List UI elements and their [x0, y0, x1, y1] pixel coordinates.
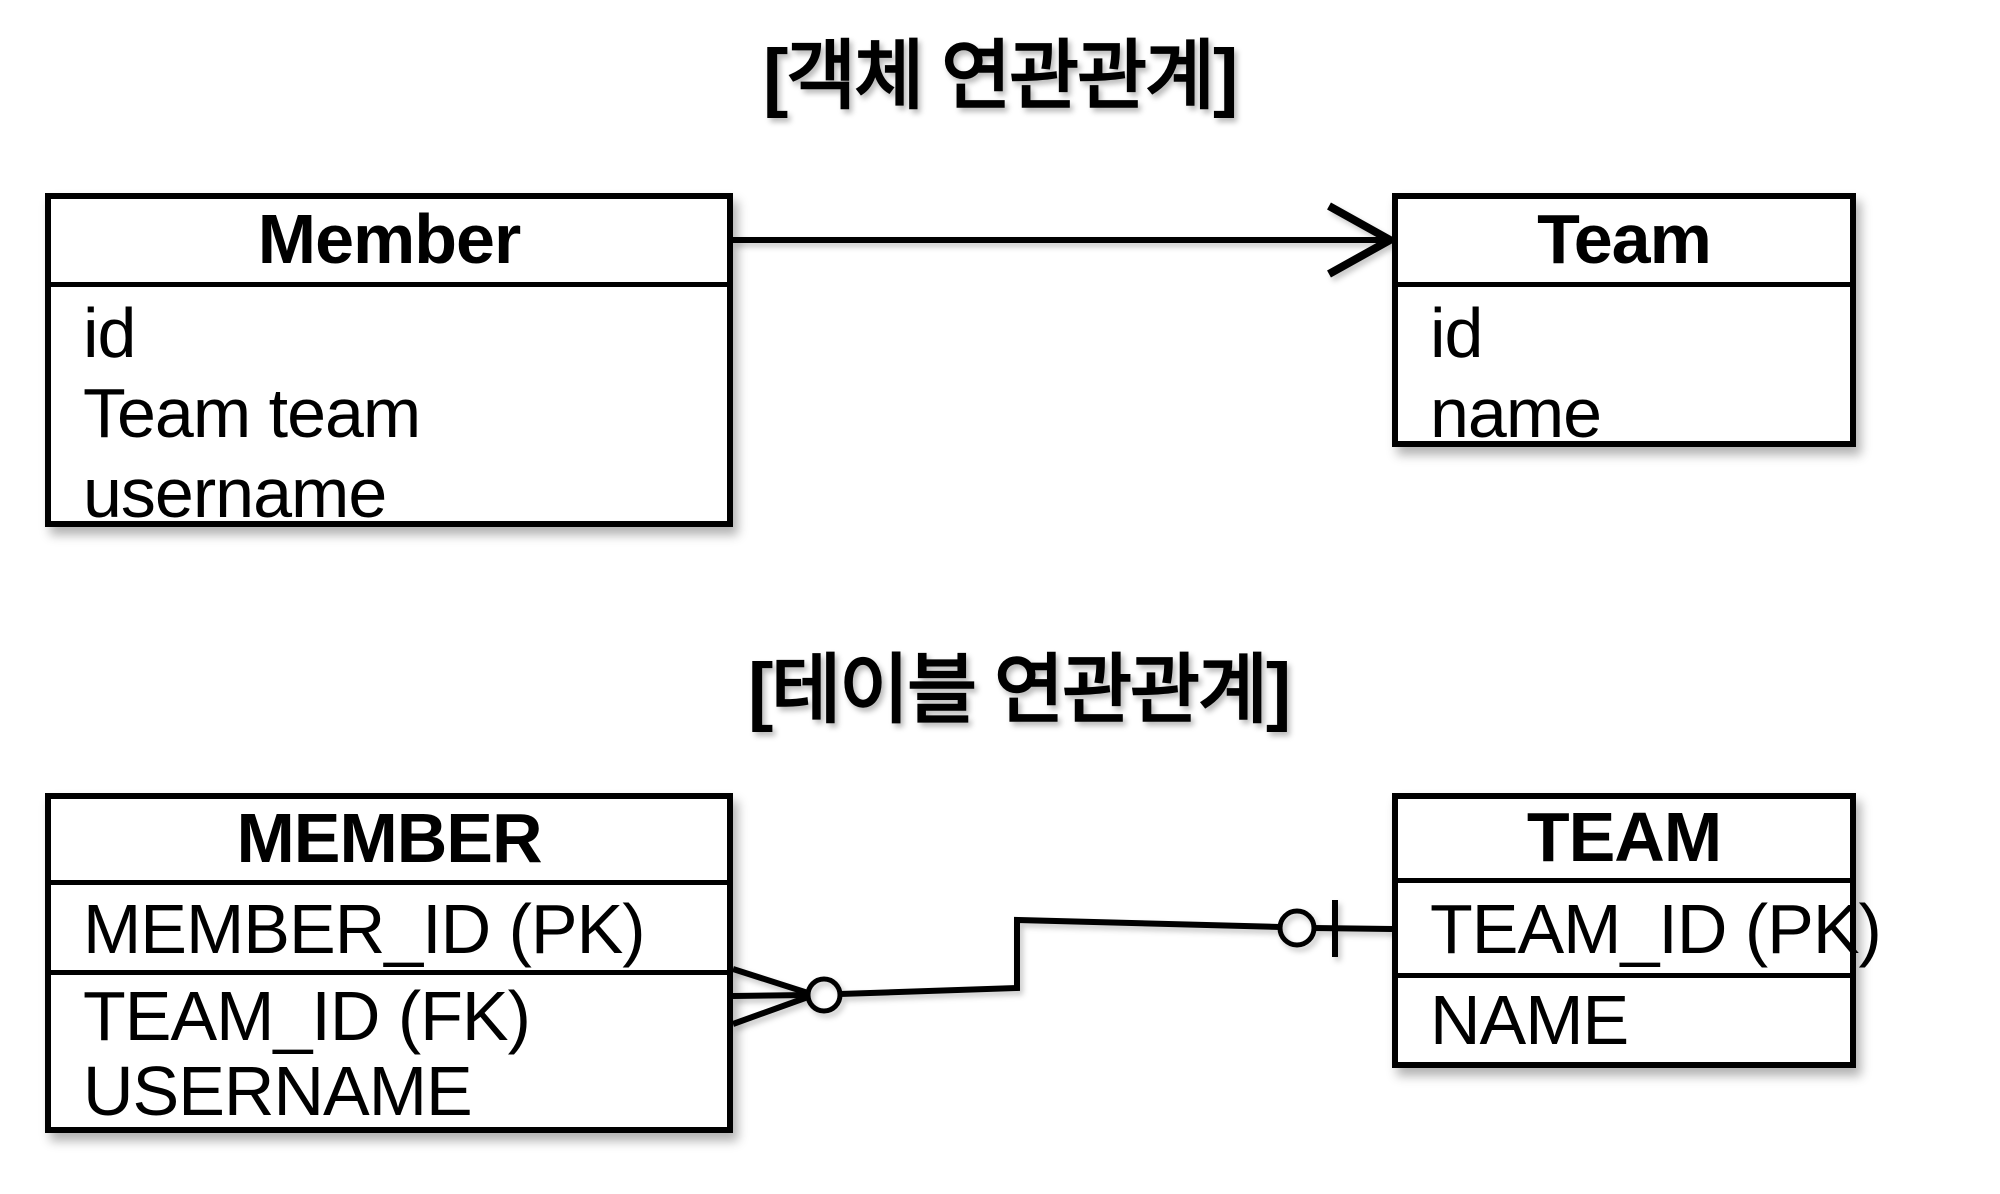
member-table-name: MEMBER — [51, 799, 727, 885]
member-table-pk-column: MEMBER_ID (PK) — [51, 885, 727, 975]
member-class-fields: id Team team username — [51, 287, 727, 533]
member-table-column-team-id: TEAM_ID (FK) — [83, 977, 531, 1055]
zero-or-one-icon — [1277, 900, 1393, 957]
member-table-box: MEMBER MEMBER_ID (PK) TEAM_ID (FK) USERN… — [45, 793, 733, 1133]
crow-foot-many-icon — [731, 966, 843, 1027]
member-class-field-id: id — [83, 294, 136, 372]
team-table-pk-column: TEAM_ID (PK) — [1398, 883, 1882, 978]
team-table-name: TEAM — [1398, 799, 1850, 883]
object-diagram-title: [객체 연관관계] — [763, 34, 1238, 119]
team-class-fields: id name — [1398, 287, 1850, 453]
table-diagram-title: [테이블 연관관계] — [748, 648, 1291, 733]
member-class-field-team: Team team — [83, 374, 421, 452]
member-class-box: Member id Team team username — [45, 193, 733, 532]
team-class-name: Team — [1398, 199, 1850, 287]
team-table-box: TEAM TEAM_ID (PK) NAME — [1392, 793, 1882, 1068]
team-table-column-name: NAME — [1430, 981, 1629, 1059]
many-to-one-connector-line — [839, 916, 1281, 997]
member-to-team-arrow-icon — [733, 202, 1399, 278]
team-class-box: Team id name — [1392, 193, 1856, 452]
team-class-field-name: name — [1430, 374, 1602, 452]
team-class-field-id: id — [1430, 294, 1483, 372]
member-class-field-username: username — [83, 454, 387, 532]
member-class-name: Member — [51, 199, 727, 287]
member-table-column-username: USERNAME — [83, 1052, 473, 1130]
member-table-columns: TEAM_ID (FK) USERNAME — [51, 975, 727, 1129]
